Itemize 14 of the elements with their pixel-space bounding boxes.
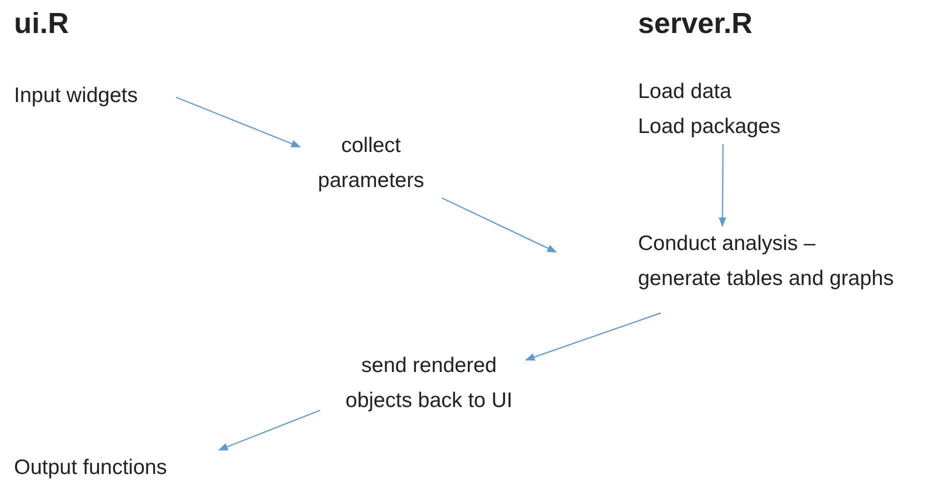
arrow	[176, 96, 301, 148]
heading: ui.R	[14, 8, 69, 41]
node-text: Conduct analysis – generate tables and graphs	[638, 231, 895, 292]
arrow	[218, 410, 320, 451]
node-text: Load data	[638, 79, 732, 105]
node-text: Output functions	[14, 455, 168, 481]
heading: server.R	[638, 8, 752, 41]
node-text: send rendered objects back to UI	[344, 353, 514, 414]
node-text: collect parameters	[316, 133, 426, 194]
arrow	[525, 312, 661, 361]
node-text: Load packages	[638, 114, 782, 140]
node-text: Input widgets	[14, 83, 139, 109]
arrow	[442, 197, 557, 253]
arrow	[718, 144, 726, 227]
